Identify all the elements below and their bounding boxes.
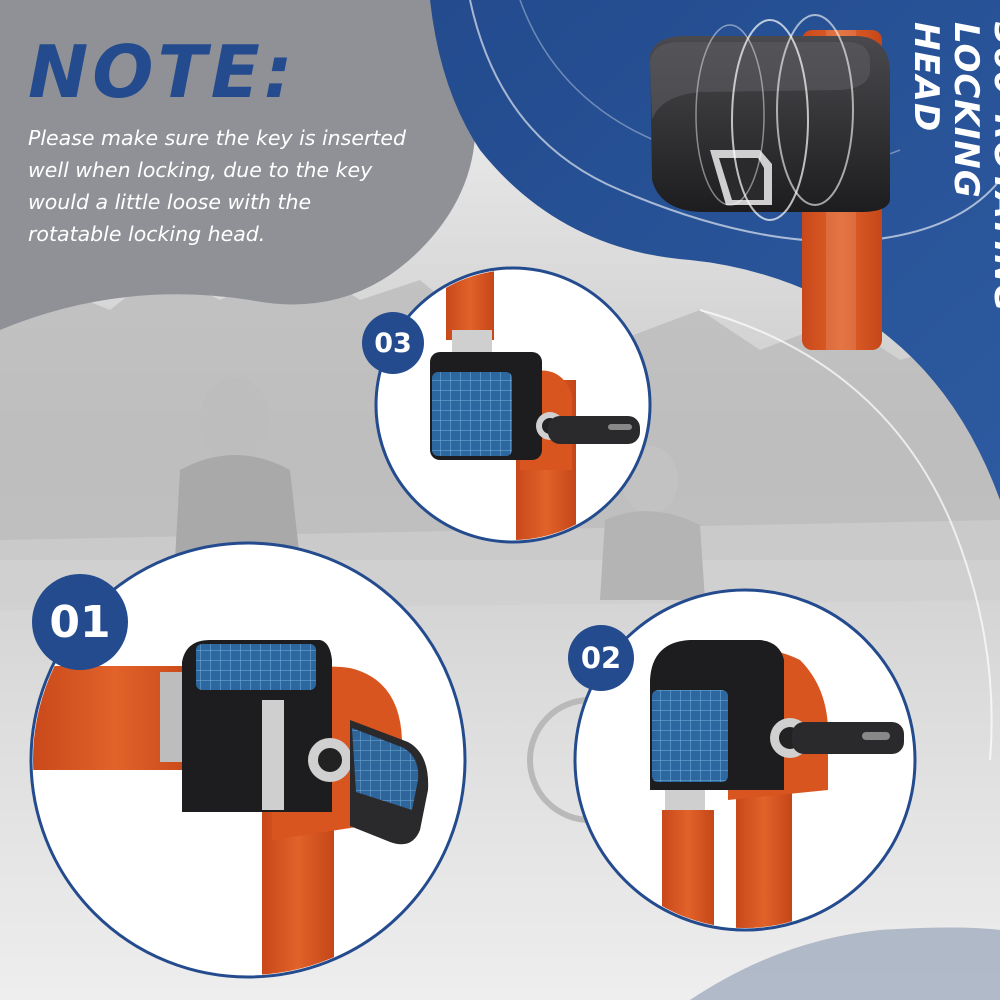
note-panel [0,0,476,330]
note-line: well when locking, due to the key [28,158,373,182]
feature-caption: 360°ROTATING LOCKING HEAD [906,22,1000,313]
feature-heading-line-2: LOCKING HEAD [906,22,986,199]
feature-heading: 360°ROTATING LOCKING HEAD [906,22,1000,313]
note-heading: NOTE: [28,30,297,114]
feature-heading-line-1: 360°ROTATING [986,22,1000,313]
step-badge-01: 01 [32,574,128,670]
step-badge-02: 02 [568,625,634,691]
step-badge-03: 03 [362,312,424,374]
step-03-illustration [374,266,652,544]
note-text: Please make sure the key is inserted wel… [28,122,448,250]
note-line: would a little loose with the [28,190,312,214]
rotating-lock-head-illustration [650,14,890,350]
note-line: rotatable locking head. [28,222,266,246]
step-02-illustration [573,588,917,932]
note-line: Please make sure the key is inserted [28,126,407,150]
